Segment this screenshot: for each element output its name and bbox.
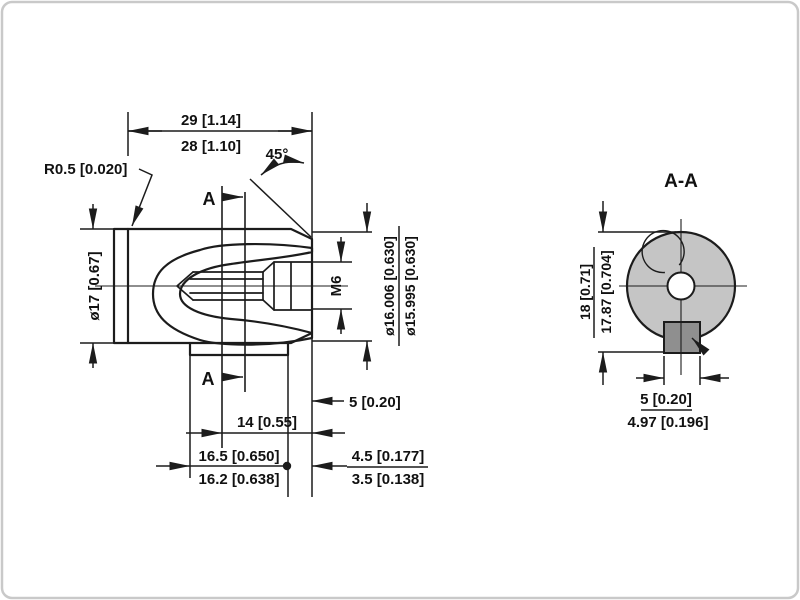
section-marker-top: A (203, 189, 216, 209)
ext-lines-thread (312, 261, 352, 310)
dim-height-min: 17.87 [0.704] (598, 250, 614, 333)
dim-overall-length-min: 28 [1.10] (181, 138, 241, 155)
dim-keyway-length-max: 16.5 [0.650] (199, 448, 280, 465)
section-view-title: A-A (664, 171, 698, 192)
dim-chamfer-angle: 45° (266, 146, 289, 163)
dim-fillet-radius: R0.5 [0.020] (44, 161, 127, 178)
thread-minor-lines (189, 278, 264, 294)
section-slot-shape (151, 242, 314, 346)
keyway-outline (188, 341, 290, 357)
height-dimension: 18 [0.71] 17.87 [0.704] (577, 201, 676, 385)
dim-height-max: 18 [0.71] (577, 264, 593, 320)
dim-key-width-max: 5 [0.20] (640, 391, 692, 408)
dimensions: 29 [1.14] 28 [1.10] 45° R0.5 [0.020] ø17… (44, 112, 428, 497)
dim-shaft-diameter-min: ø15.995 [0.630] (402, 236, 418, 336)
ext-lines-keyway (189, 355, 289, 497)
dim-shoulder-length: 5 [0.20] (349, 394, 401, 411)
dim-keyway-length-min: 16.2 [0.638] (199, 471, 280, 488)
dim-key-width-min: 4.97 [0.196] (628, 414, 709, 431)
dim-chamfer-length-min: 3.5 [0.138] (352, 471, 425, 488)
dim-key-length: 14 [0.55] (237, 414, 297, 431)
chamfer-angle-line (249, 178, 312, 238)
dim-chamfer-length-max: 4.5 [0.177] (352, 448, 425, 465)
dim-body-diameter: ø17 [0.67] (86, 251, 103, 320)
main-view: 29 [1.14] 28 [1.10] 45° R0.5 [0.020] ø17… (44, 112, 428, 497)
dim-thread-size: M6 (328, 276, 345, 297)
section-view: A-A 18 [0.71] 17.87 [0.704] 5 [0.20] 4.9… (577, 171, 747, 431)
fillet-leader (131, 168, 153, 227)
section-markers: A A (202, 189, 243, 389)
key-width-dimension: 5 [0.20] 4.97 [0.196] (628, 356, 729, 431)
section-marker-bottom: A (202, 369, 215, 389)
dim-shaft-diameter-max: ø16.006 [0.630] (381, 236, 397, 336)
hole-chamfer (262, 261, 275, 311)
key-section (663, 321, 701, 354)
counterbore (273, 261, 313, 311)
thread-major-lines (192, 271, 264, 301)
key-pointer-arrow (691, 337, 710, 356)
ext-lines-key-width (663, 356, 701, 385)
tapped-hole (176, 261, 313, 311)
thread-arc (641, 229, 685, 274)
chamfer-angle-arc (260, 154, 305, 176)
dim-origin-dot (282, 461, 292, 471)
drill-point (176, 271, 194, 301)
ext-lines-shaft-dia (312, 231, 372, 342)
dim-overall-length-max: 29 [1.14] (181, 112, 241, 129)
ext-lines-height (598, 231, 676, 353)
thread-hole (666, 271, 696, 301)
